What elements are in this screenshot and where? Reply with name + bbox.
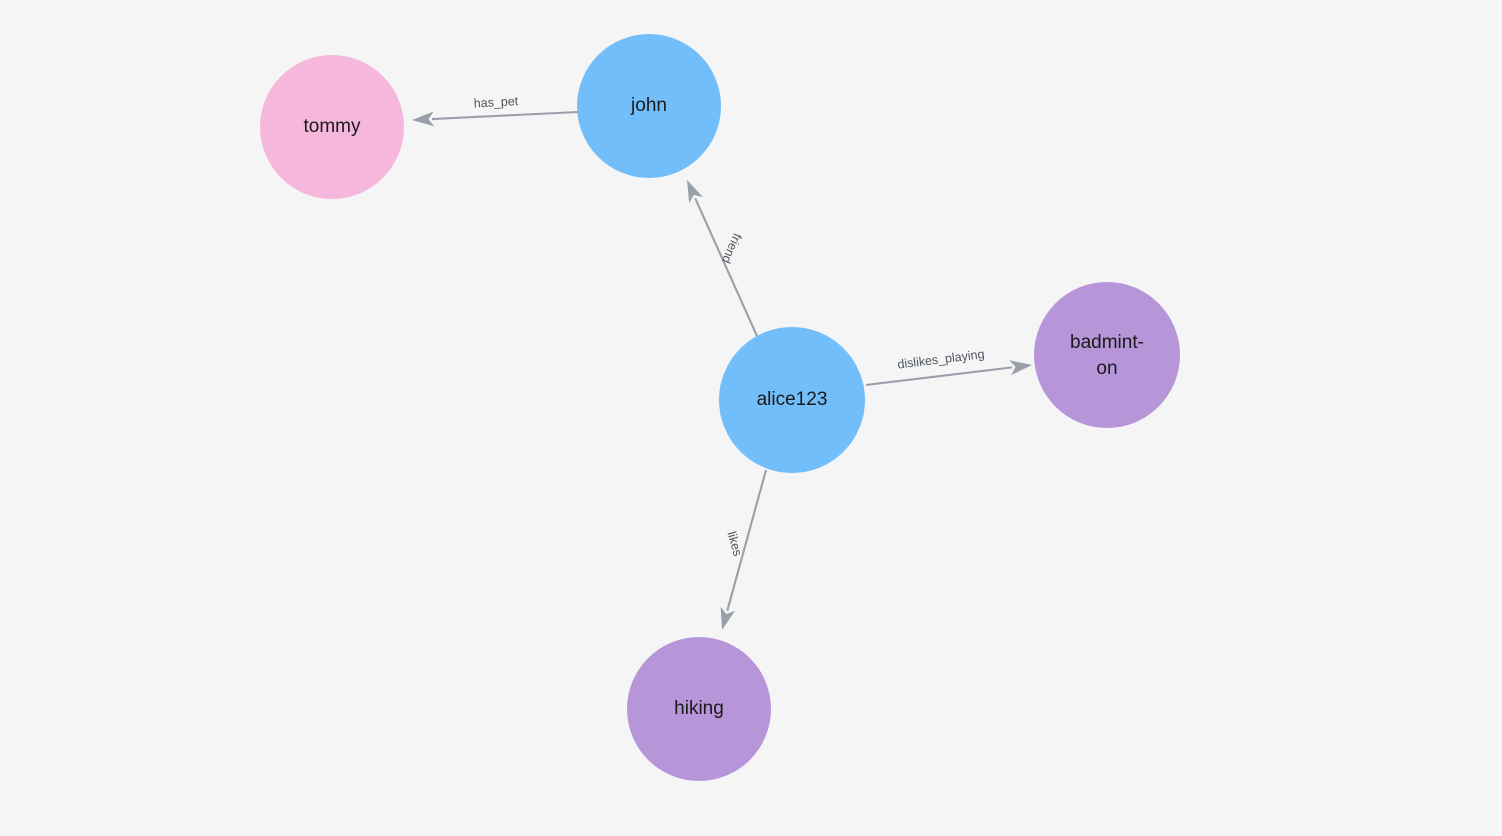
edge-label: likes xyxy=(724,530,744,558)
node-circle[interactable] xyxy=(577,34,721,178)
edge-line xyxy=(431,110,579,121)
node-circle[interactable] xyxy=(1034,282,1180,428)
node-circle[interactable] xyxy=(719,327,865,473)
graph-node-hiking[interactable]: hiking xyxy=(627,637,771,781)
graph-node-tommy[interactable]: tommy xyxy=(260,55,404,199)
graph-edge[interactable]: dislikes_playing xyxy=(865,347,1032,387)
edge-line xyxy=(865,366,1013,387)
graph-node-alice123[interactable]: alice123 xyxy=(719,327,865,473)
edge-arrowhead-icon xyxy=(720,606,736,630)
edge-label: dislikes_playing xyxy=(897,347,986,372)
graph-edge[interactable]: likes xyxy=(720,469,768,630)
nodes-layer: tommy john alice123 badmint-on hiking xyxy=(260,34,1180,781)
graph-node-badminton[interactable]: badmint-on xyxy=(1034,282,1180,428)
edge-line xyxy=(694,197,758,337)
graph-edge[interactable]: friend xyxy=(687,180,758,337)
graph-edge[interactable]: has_pet xyxy=(412,94,579,127)
node-circle[interactable] xyxy=(260,55,404,199)
edge-label: friend xyxy=(719,231,745,265)
node-circle[interactable] xyxy=(627,637,771,781)
edge-arrowhead-icon xyxy=(412,111,435,127)
edge-label: has_pet xyxy=(473,94,519,110)
edge-arrowhead-icon xyxy=(687,180,703,204)
edge-arrowhead-icon xyxy=(1009,360,1032,376)
edge-line xyxy=(726,469,768,611)
graph-node-john[interactable]: john xyxy=(577,34,721,178)
